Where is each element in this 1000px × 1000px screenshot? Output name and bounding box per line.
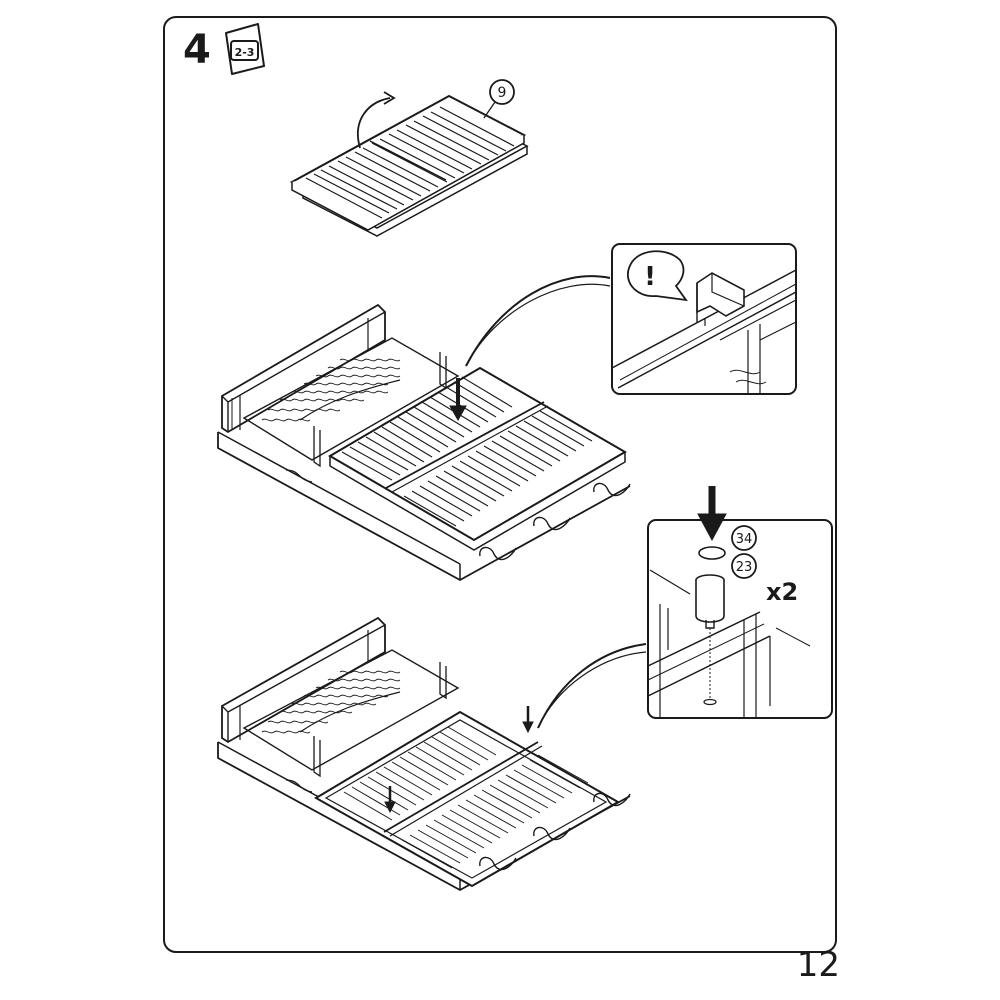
step-frame: [163, 16, 837, 953]
bed-illustration-bottom: [217, 616, 631, 892]
step-number: 4: [183, 27, 211, 73]
part-9-callout: 9: [489, 79, 515, 105]
slatted-frame-illustration: [289, 91, 529, 237]
svg-text:23: 23: [736, 560, 753, 575]
svg-text:9: 9: [498, 85, 507, 101]
people-badge-icon: 2-3: [225, 23, 265, 75]
part-34-callout: 34: [731, 525, 757, 551]
page-number: 12: [796, 945, 840, 985]
warning-symbol: !: [644, 262, 656, 292]
glide-detail-panel: [647, 486, 833, 719]
part-23-callout: 23: [731, 553, 757, 579]
warning-icon: !: [626, 250, 688, 302]
people-count-label: 2-3: [235, 46, 255, 59]
bed-illustration-middle: [217, 303, 631, 582]
svg-text:34: 34: [736, 532, 753, 547]
quantity-label: x2: [766, 578, 798, 606]
